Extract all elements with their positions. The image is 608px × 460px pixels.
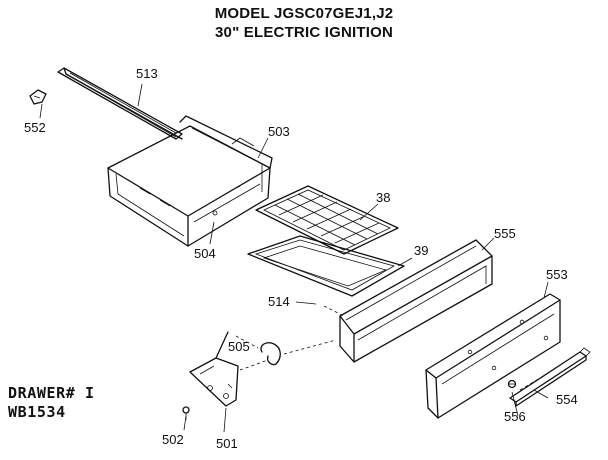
callout-556: 556 xyxy=(504,409,526,424)
drawer-pan-part xyxy=(107,115,273,247)
drawer-label: DRAWER# I xyxy=(8,384,95,402)
callout-38: 38 xyxy=(376,190,391,205)
broiler-grid-part xyxy=(255,185,399,255)
leader-lines xyxy=(39,83,549,433)
drawer-part-number: WB1534 xyxy=(8,403,66,421)
drawer-front-part xyxy=(339,239,493,363)
broiler-pan-part xyxy=(247,235,405,297)
alignment-lines xyxy=(235,305,551,391)
callout-552: 552 xyxy=(24,120,46,135)
callout-39: 39 xyxy=(414,243,429,258)
handle-part xyxy=(509,347,591,407)
callout-554: 554 xyxy=(556,392,578,407)
slide-rail-part xyxy=(57,67,183,140)
ignition-subtitle: 30" ELECTRIC IGNITION xyxy=(215,24,393,41)
screw-556-part xyxy=(507,379,517,389)
model-title: MODEL JGSC07GEJ1,J2 xyxy=(214,5,394,22)
panel-part xyxy=(425,293,561,419)
callout-513: 513 xyxy=(136,66,158,81)
callout-555: 555 xyxy=(494,226,516,241)
mounting-bracket-part xyxy=(189,331,239,407)
callout-502: 502 xyxy=(162,432,184,447)
clip-part xyxy=(29,89,47,105)
callout-514: 514 xyxy=(268,294,290,309)
callout-501: 501 xyxy=(216,436,238,451)
callout-505: 505 xyxy=(228,339,250,354)
callout-503: 503 xyxy=(268,124,290,139)
callout-504: 504 xyxy=(194,246,216,261)
spring-clip-part xyxy=(260,342,281,366)
callout-553: 553 xyxy=(546,267,568,282)
